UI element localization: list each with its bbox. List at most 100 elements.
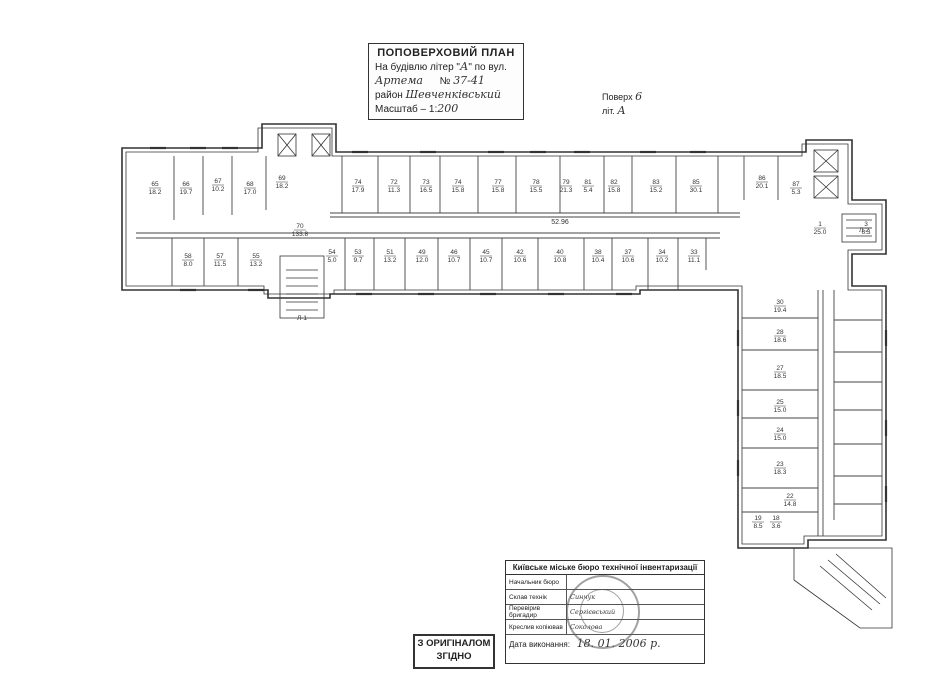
room-area: 10.2	[212, 186, 225, 193]
room-area: 13.2	[384, 257, 397, 264]
room-number: 23	[776, 461, 784, 468]
building-letter: А	[459, 60, 469, 73]
district-line: район Шевченківський	[375, 88, 502, 101]
room-number: 33	[690, 249, 698, 256]
room-area: 20.1	[756, 183, 769, 190]
room-number: 86	[758, 175, 766, 182]
room-number: 27	[776, 365, 784, 372]
room-area: 10.6	[514, 257, 527, 264]
room-area: 15.0	[774, 435, 787, 442]
room-number: 69	[278, 175, 286, 182]
room-area: 11.3	[388, 187, 401, 194]
building-number: 37-41	[453, 74, 485, 87]
room-number: 72	[390, 179, 398, 186]
inventory-header: Київське міське бюро технічної інвентари…	[506, 561, 704, 575]
room-area: 3.6	[771, 523, 780, 530]
room-area: 18.2	[276, 183, 289, 190]
room-number: 57	[216, 253, 224, 260]
title-block: ПОПОВЕРХОВИЙ ПЛАН На будівлю літер "А" п…	[368, 43, 524, 120]
window-marks	[150, 146, 888, 502]
room-number: 73	[422, 179, 430, 186]
building-line: На будівлю літер "А" по вул.	[375, 60, 507, 73]
room-number: 19	[754, 515, 762, 522]
room-number: 1	[818, 221, 822, 228]
room-area: 25.0	[814, 229, 827, 236]
room-number: 77	[494, 179, 502, 186]
room-number: 18	[772, 515, 780, 522]
room-number: 28	[776, 329, 784, 336]
room-area: 8.5	[753, 523, 762, 530]
room-number: 38	[594, 249, 602, 256]
room-area: 5.3	[791, 189, 800, 196]
room-number: 82	[610, 179, 618, 186]
room-number: 83	[652, 179, 660, 186]
room-area: 19.7	[180, 189, 193, 196]
room-area: 17.9	[352, 187, 365, 194]
stair-label-1: Л-1	[297, 315, 307, 322]
stair-label-2: Л-2	[859, 227, 869, 234]
sheet-letter: А	[617, 104, 626, 117]
room-number: 24	[776, 427, 784, 434]
room-number: 49	[418, 249, 426, 256]
room-area: 11.5	[214, 261, 227, 268]
room-number: 22	[786, 493, 794, 500]
room-area: 10.4	[592, 257, 605, 264]
plan-heading: ПОПОВЕРХОВИЙ ПЛАН	[377, 47, 515, 59]
scale-value: 200	[437, 102, 459, 115]
room-number: 25	[776, 399, 784, 406]
room-number: 74	[454, 179, 462, 186]
room-area: 21.3	[560, 187, 573, 194]
stairs	[277, 133, 893, 629]
room-area: 8.0	[183, 261, 192, 268]
room-number: 55	[252, 253, 260, 260]
room-area: 15.8	[608, 187, 621, 194]
room-area: 5.4	[583, 187, 592, 194]
room-labels: 6518.26619.76710.26817.06918.27417.97211…	[149, 175, 872, 530]
room-area: 6.3	[861, 229, 870, 236]
room-area: 10.8	[554, 257, 567, 264]
room-area: 15.8	[452, 187, 465, 194]
room-number: 30	[776, 299, 784, 306]
room-area: 10.2	[656, 257, 669, 264]
room-number: 74	[354, 179, 362, 186]
room-area: 10.6	[622, 257, 635, 264]
room-number: 70	[296, 223, 304, 230]
room-number: 68	[246, 181, 254, 188]
room-number: 51	[386, 249, 394, 256]
room-area: 10.7	[480, 257, 493, 264]
corridor-length: 52.96	[551, 219, 569, 226]
room-number: 37	[624, 249, 632, 256]
original-copy-stamp: З ОРИГІНАЛОМ ЗГІДНО	[413, 634, 495, 669]
room-number: 85	[692, 179, 700, 186]
room-area: 5.0	[327, 257, 336, 264]
room-area: 11.1	[688, 257, 701, 264]
room-area: 133.8	[292, 231, 309, 238]
room-area: 17.0	[244, 189, 257, 196]
room-area: 18.6	[774, 337, 787, 344]
street-line: Артема № 37-41	[375, 74, 485, 87]
room-area: 19.4	[774, 307, 787, 314]
room-number: 81	[584, 179, 592, 186]
scale-line: Масштаб – 1:200	[375, 102, 459, 115]
room-area: 12.0	[416, 257, 429, 264]
district-name: Шевченківський	[405, 88, 502, 101]
room-number: 54	[328, 249, 336, 256]
room-area: 16.5	[420, 187, 433, 194]
room-number: 67	[214, 178, 222, 185]
inventory-stamp: Київське міське бюро технічної інвентари…	[505, 560, 705, 664]
room-number: 53	[354, 249, 362, 256]
room-number: 65	[151, 181, 159, 188]
round-seal	[566, 575, 640, 649]
room-area: 18.2	[149, 189, 162, 196]
room-number: 3	[864, 221, 868, 228]
room-number: 42	[516, 249, 524, 256]
room-area: 18.3	[774, 469, 787, 476]
room-area: 15.2	[650, 187, 663, 194]
street-name: Артема	[375, 74, 423, 87]
room-number: 66	[182, 181, 190, 188]
room-number: 79	[562, 179, 570, 186]
room-area: 15.5	[530, 187, 543, 194]
room-number: 78	[532, 179, 540, 186]
room-number: 45	[482, 249, 490, 256]
